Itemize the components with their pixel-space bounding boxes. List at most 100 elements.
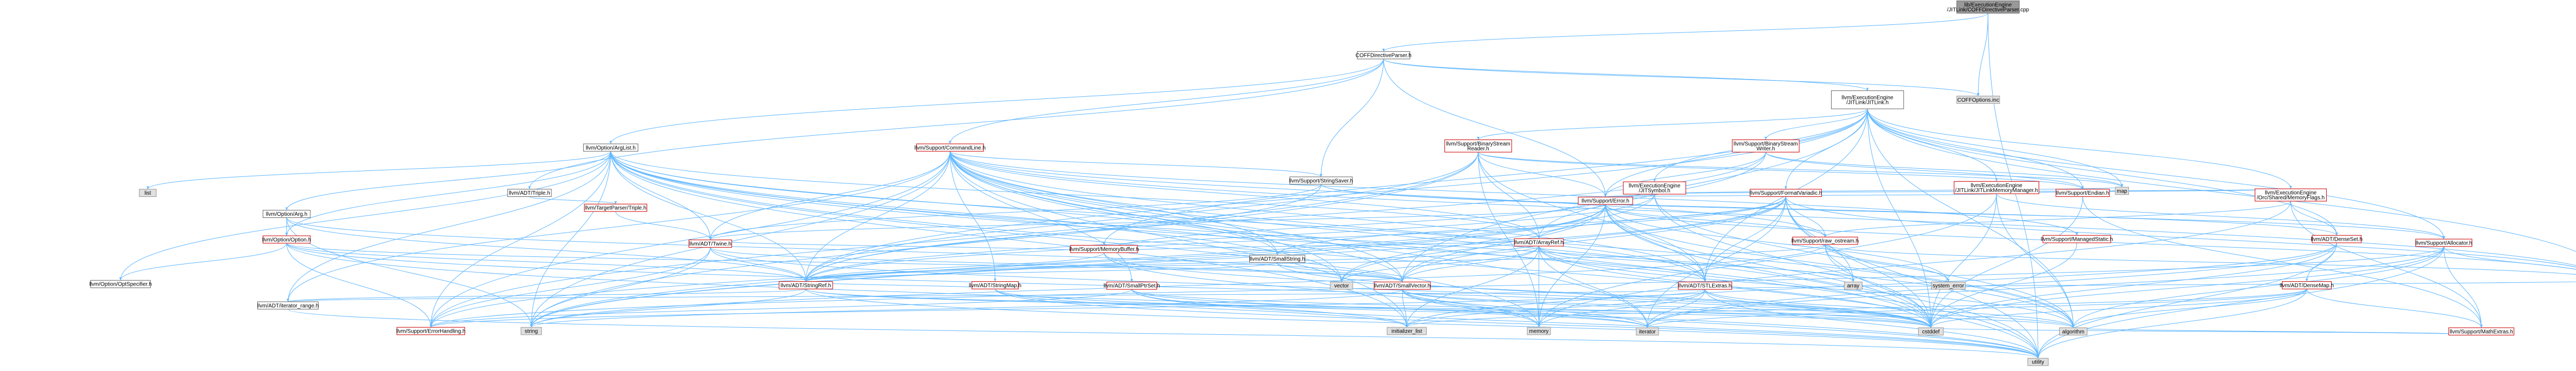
node-box (1956, 1, 2020, 14)
node-box (1330, 281, 1353, 290)
node-stlextras[interactable]: llvm/ADT/STLExtras.h (1678, 281, 1732, 290)
node-box (778, 281, 833, 289)
node-jitmemmgr[interactable]: llvm/ExecutionEngine/JITLink/JITLinkMemo… (1954, 181, 2040, 194)
include-edge-bswriter-to-arrayref (1537, 152, 1766, 239)
node-triple[interactable]: llvm/ADT/Triple.h (507, 189, 552, 197)
include-edge-twine-to-smallvector (710, 247, 1404, 282)
include-edge-smallstr-to-stringref (804, 262, 1278, 282)
node-box (1444, 139, 1512, 153)
node-superror[interactable]: llvm/Support/Error.h (1577, 196, 1633, 205)
include-edge-bsreader-to-map (1477, 151, 2124, 188)
node-box (2055, 189, 2110, 197)
node-smallptrset[interactable]: llvm/ADT/SmallPtrSet.h (1103, 281, 1160, 290)
node-box (1954, 181, 2040, 194)
node-jitlink[interactable]: llvm/ExecutionEngine/JITLink/JITLink.h (1831, 90, 1904, 109)
include-edge-smallptrset-to-errhandling (429, 289, 1132, 328)
node-smallstr[interactable]: llvm/ADT/SmallString.h (1249, 255, 1306, 263)
include-edge-bsreader-to-errhandling (429, 152, 1479, 328)
include-edge-allocator-to-algorithm (2072, 246, 2445, 328)
node-iterator: iterator (1636, 327, 1659, 336)
include-edge-cmdline-to-string (530, 151, 950, 328)
include-edge-rawostream-to-stringref (804, 244, 1826, 282)
node-fmtvar[interactable]: llvm/Support/FormatVariadic.h (1749, 189, 1822, 197)
node-rawostream[interactable]: llvm/Support/raw_ostream.h (1792, 236, 1859, 245)
node-box (971, 281, 1019, 289)
include-edge-smallvector-to-initlist (1402, 289, 1408, 328)
node-endian[interactable]: llvm/Support/Endian.h (2055, 189, 2110, 197)
node-label: array (1847, 283, 1860, 289)
include-edge-superror-to-rawostream (1605, 204, 1827, 237)
include-edge-arglist-to-cstddef (610, 151, 1933, 328)
include-edge-fmtvar-to-rawostream (1785, 196, 1827, 237)
node-label: Reader.h (1467, 146, 1489, 152)
include-edge-cdp_h-to-arglist (609, 58, 1384, 144)
node-label: llvm/Support/FormatVariadic.h (1749, 190, 1822, 196)
node-optopt[interactable]: llvm/Option/Option.h (262, 235, 311, 244)
include-edge-jitlink-to-endian (1867, 109, 2084, 189)
node-twine[interactable]: llvm/ADT/Twine.h (688, 240, 733, 248)
include-edge-densemap_set-to-cstddef (1929, 242, 2337, 328)
node-optarg[interactable]: llvm/Option/Arg.h (262, 210, 311, 218)
node-stringref[interactable]: llvm/ADT/StringRef.h (778, 281, 833, 289)
node-arrayref[interactable]: llvm/ADT/ArrayRef.h (1514, 238, 1564, 247)
node-box (1623, 181, 1686, 195)
node-optspec[interactable]: llvm/Option/OptSpecifier.h (89, 280, 152, 288)
include-edge-bswriter-to-stringref (804, 152, 1766, 282)
include-edge-mathextras-to-cstddef (1930, 327, 2482, 336)
node-errhandling[interactable]: llvm/Support/ErrorHandling.h (396, 327, 465, 335)
node-box (507, 189, 552, 197)
include-edge-smallvector-to-string (530, 289, 1403, 328)
node-smallvector[interactable]: llvm/ADT/SmallVector.h (1374, 281, 1431, 290)
node-label: llvm/Support/StringSaver.h (1289, 178, 1353, 184)
node-box (2254, 188, 2327, 202)
node-arglist[interactable]: llvm/Option/ArgList.h (583, 143, 638, 152)
node-stringmap[interactable]: llvm/ADT/StringMap.h (969, 281, 1021, 289)
node-densemap[interactable]: llvm/ADT/DenseMap.h (2280, 281, 2334, 289)
node-label: /JITLink/JITLink.h (1846, 100, 1888, 105)
include-edge-jitlink-to-optional (1867, 109, 2576, 252)
include-edge-arglist-to-optspec (119, 151, 611, 281)
include-edge-smallvector-to-utility (1402, 289, 2040, 359)
node-label: llvm/Support/MemoryBuffer.h (1069, 247, 1139, 253)
include-edge-arrayref-to-cstddef (1539, 246, 1933, 328)
node-label: llvm/ADT/Triple.h (509, 190, 550, 196)
node-box (2282, 281, 2332, 289)
node-cmdline[interactable]: llvm/Support/CommandLine.h (914, 143, 986, 152)
node-label: llvm/ExecutionEngine (1971, 183, 2022, 189)
node-label: llvm/Support/ErrorHandling.h (396, 329, 465, 335)
node-densemap_set[interactable]: llvm/ADT/DenseSet.h (2311, 235, 2363, 243)
include-edge-arrayref-to-stlextras (1539, 246, 1707, 282)
node-jitsymbol[interactable]: llvm/ExecutionEngine/JITSymbol.h (1623, 181, 1686, 195)
node-label: llvm/ADT/iterator_range.h (257, 303, 319, 309)
node-memflags[interactable]: llvm/ExecutionEngine/Orc/Shared/MemoryFl… (2254, 188, 2327, 202)
node-strsaver[interactable]: llvm/Support/StringSaver.h (1289, 176, 1353, 185)
node-mathextras[interactable]: llvm/Support/MathExtras.h (2448, 327, 2514, 336)
node-box (2448, 327, 2514, 336)
node-managedstatic[interactable]: llvm/Support/ManagedStatic.h (2041, 235, 2113, 243)
node-tptriple[interactable]: llvm/TargetParser/Triple.h (584, 203, 648, 212)
include-edge-cmdline-to-stringref (804, 151, 950, 282)
node-label: llvm/Option/Option.h (262, 237, 311, 243)
include-edge-cmdline-to-utility (949, 151, 2040, 359)
include-edge-cmdline-to-managedstatic (949, 151, 2078, 236)
include-edge-arglist-to-smallvector (610, 151, 1404, 282)
node-iterrange[interactable]: llvm/ADT/iterator_range.h (257, 301, 319, 310)
include-edge-arrayref-to-initlist (1405, 246, 1540, 328)
node-root[interactable]: lib/ExecutionEngine/JITLink/COFFDirectiv… (1947, 1, 2029, 14)
node-label: system_error (1933, 283, 1965, 289)
include-edge-stringmap-to-iterator (995, 288, 1649, 328)
include-edge-superror-to-memory (1537, 204, 1606, 328)
include-edge-fmtvar-to-iterator (1646, 196, 1786, 328)
node-allocator[interactable]: llvm/Support/Allocator.h (2415, 239, 2472, 247)
node-membuf[interactable]: llvm/Support/MemoryBuffer.h (1069, 245, 1139, 253)
include-edge-superror-to-string (530, 204, 1606, 328)
node-map: map (2115, 187, 2129, 195)
node-string: string (521, 327, 542, 335)
include-edge-stringmap-to-utility (995, 289, 2040, 359)
node-label: llvm/Option/ArgList.h (586, 145, 636, 151)
include-edge-jitmemmgr-to-allocator (1996, 194, 2445, 240)
node-cdp_h[interactable]: COFFDirectiveParser.h (1356, 51, 1412, 59)
